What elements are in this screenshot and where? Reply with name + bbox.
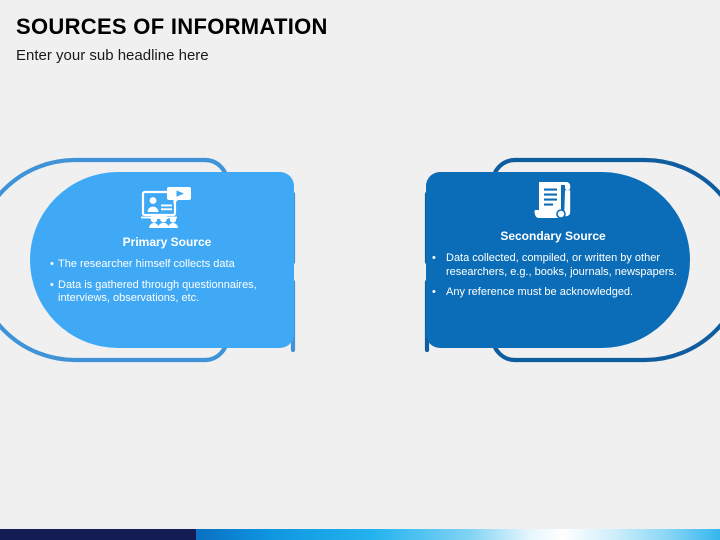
primary-source-panel: Primary Source • The researcher himself … bbox=[36, 186, 298, 313]
primary-ring-left-arc bbox=[0, 157, 208, 363]
bullet-text: Data is gathered through questionnaires,… bbox=[58, 278, 257, 305]
list-item: • Data collected, compiled, or written b… bbox=[424, 252, 682, 279]
slide-header: SOURCES OF INFORMATION Enter your sub he… bbox=[16, 14, 696, 66]
bullet-text: The researcher himself collects data bbox=[58, 258, 235, 270]
bullet-marker: • bbox=[50, 258, 54, 270]
bullet-text: Data collected, compiled, or written by … bbox=[446, 252, 678, 278]
list-item: • The researcher himself collects data bbox=[36, 258, 298, 272]
scroll-document-icon bbox=[534, 182, 571, 219]
secondary-ring-right-arc bbox=[512, 157, 720, 363]
bullet-marker: • bbox=[50, 278, 54, 291]
primary-panel-fill bbox=[30, 172, 294, 348]
page-title: SOURCES OF INFORMATION bbox=[16, 14, 328, 39]
primary-source-bullet-list: • The researcher himself collects data •… bbox=[36, 258, 298, 306]
bottom-bar-navy-segment bbox=[0, 529, 196, 540]
secondary-panel-fill bbox=[426, 172, 690, 348]
primary-source-heading: Primary Source bbox=[122, 235, 212, 249]
bottom-bar-gradient-segment bbox=[196, 529, 720, 540]
list-item: • Any reference must be acknowledged. bbox=[424, 286, 682, 300]
sources-diagram bbox=[0, 150, 720, 390]
diagram-svg bbox=[0, 157, 720, 363]
bottom-accent-bar bbox=[0, 529, 720, 540]
bullet-text: Any reference must be acknowledged. bbox=[446, 286, 634, 298]
secondary-source-bullet-list: • Data collected, compiled, or written b… bbox=[424, 252, 682, 300]
bullet-marker: • bbox=[432, 252, 436, 264]
video-presentation-icon bbox=[141, 187, 191, 228]
secondary-source-heading: Secondary Source bbox=[500, 229, 606, 243]
secondary-source-panel: Secondary Source • Data collected, compi… bbox=[424, 178, 682, 307]
page-subtitle: Enter your sub headline here bbox=[16, 47, 209, 64]
bullet-marker: • bbox=[432, 286, 436, 298]
list-item: • Data is gathered through questionnaire… bbox=[36, 279, 298, 306]
